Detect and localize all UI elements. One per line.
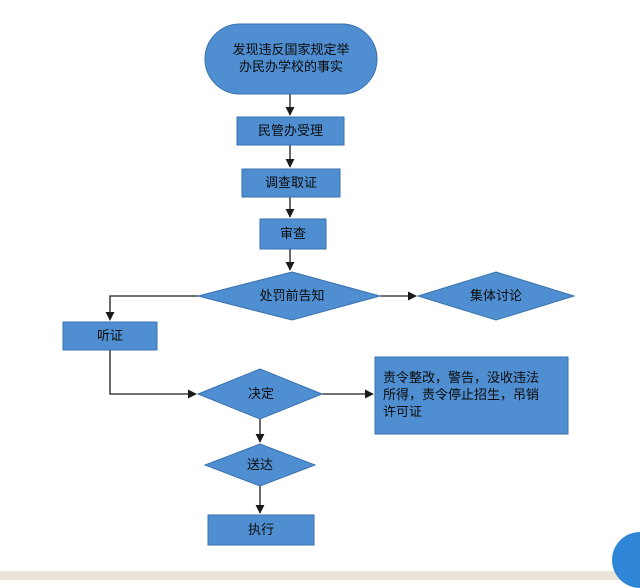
node-accept-label: 民管办受理 (257, 123, 323, 139)
node-penalties (374, 356, 569, 435)
node-notice-label: 处罚前告知 (259, 288, 325, 304)
node-deliver (203, 443, 317, 487)
node-decide-label: 决定 (247, 386, 274, 402)
node-review (259, 218, 327, 250)
node-discuss (416, 271, 576, 321)
node-hearing-label: 听证 (96, 328, 123, 344)
edge-notice-to-hearing (105, 295, 198, 321)
node-notice (197, 271, 382, 321)
node-hearing (62, 321, 158, 351)
bottom-strip (0, 571, 640, 580)
node-review-label: 审查 (279, 226, 306, 242)
node-execute (207, 514, 315, 546)
node-investigate (241, 168, 341, 198)
node-discover (204, 23, 378, 95)
node-accept (236, 116, 345, 146)
node-discuss-label: 集体讨论 (469, 288, 522, 304)
node-penalties-label: 责令整改，警告，没收违法 所得，责令停止招生，吊销 许可证 (383, 370, 540, 420)
node-investigate-label: 调查取证 (264, 175, 317, 191)
edge-hearing-to-decide (109, 350, 197, 399)
node-deliver-label: 送达 (246, 457, 273, 473)
node-discover-label: 发现违反国家规定举 办民办学校的事实 (232, 43, 350, 75)
node-decide (196, 368, 324, 420)
node-execute-label: 执行 (247, 522, 274, 538)
